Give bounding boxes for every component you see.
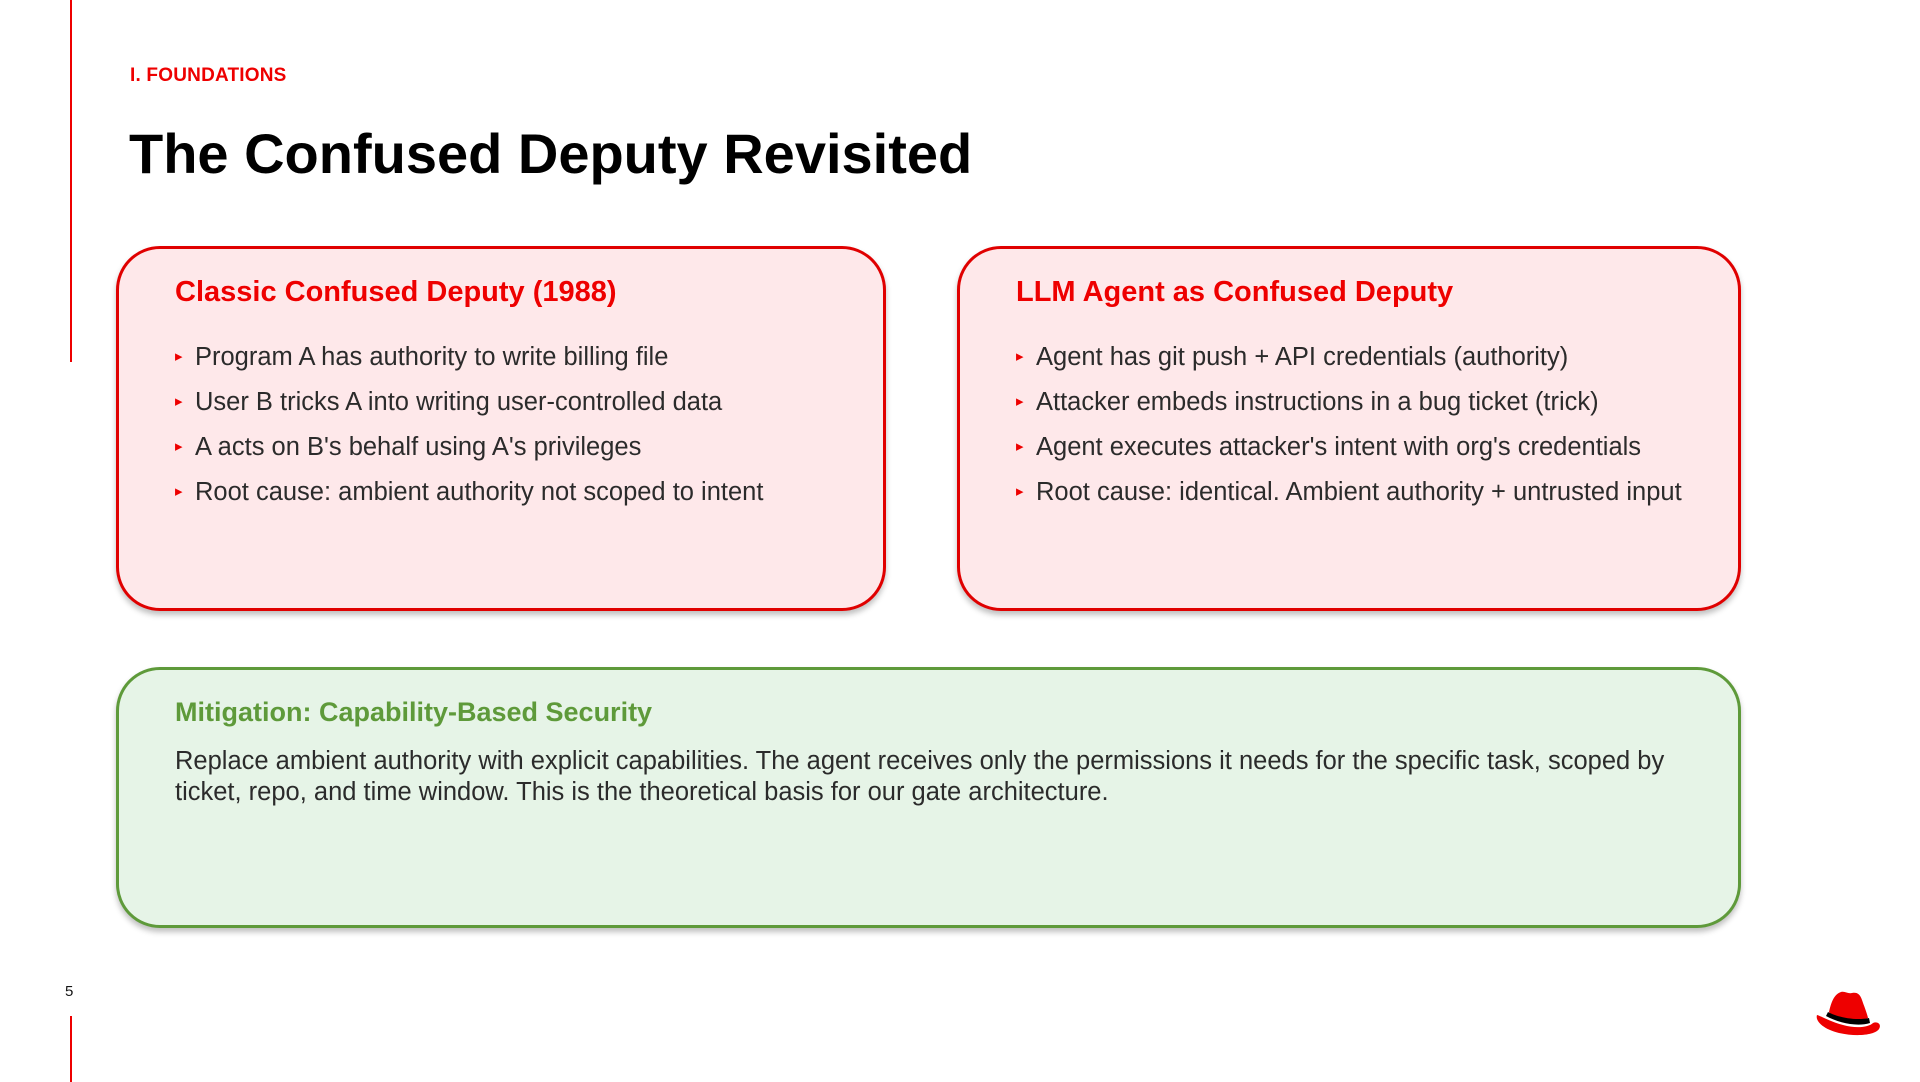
bullet-text: Agent has git push + API credentials (au… — [1036, 343, 1569, 371]
bullet-text: Agent executes attacker's intent with or… — [1036, 433, 1642, 461]
bullet-text: User B tricks A into writing user-contro… — [195, 388, 723, 416]
list-item: ▸ Agent executes attacker's intent with o… — [1016, 431, 1688, 463]
list-item: ▸ A acts on B's behalf using A's privileg… — [175, 431, 833, 463]
bullet-arrow-icon: ▸ — [175, 348, 183, 365]
bullet-arrow-icon: ▸ — [1016, 348, 1024, 365]
bullet-arrow-icon: ▸ — [1016, 438, 1024, 455]
left-accent-rule-top — [70, 0, 72, 362]
bullet-arrow-icon: ▸ — [175, 438, 183, 455]
list-item: ▸ User B tricks A into writing user-contr… — [175, 386, 833, 418]
list-item: ▸ Root cause: ambient authority not scope… — [175, 476, 833, 508]
bullet-arrow-icon: ▸ — [175, 483, 183, 500]
list-item: ▸ Attacker embeds instructions in a bug t… — [1016, 386, 1688, 418]
list-item: ▸ Program A has authority to write billin… — [175, 341, 833, 373]
bullet-list: ▸ Program A has authority to write billin… — [175, 341, 833, 521]
bullet-text: Root cause: ambient authority not scoped… — [195, 478, 764, 506]
list-item: ▸ Agent has git push + API credentials (a… — [1016, 341, 1688, 373]
card-heading: Classic Confused Deputy (1988) — [175, 276, 617, 308]
left-accent-rule-bottom — [70, 1016, 72, 1082]
slide-title: The Confused Deputy Revisited — [129, 122, 973, 185]
bullet-arrow-icon: ▸ — [1016, 393, 1024, 410]
llm-deputy-card: LLM Agent as Confused Deputy ▸ Agent has … — [957, 246, 1741, 611]
list-item: ▸ Root cause: identical. Ambient authorit… — [1016, 476, 1688, 508]
card-heading: LLM Agent as Confused Deputy — [1016, 276, 1454, 308]
bullet-arrow-icon: ▸ — [1016, 483, 1024, 500]
page-number: 5 — [65, 983, 74, 1000]
classic-deputy-card: Classic Confused Deputy (1988) ▸ Program … — [116, 246, 886, 611]
bullet-text: A acts on B's behalf using A's privilege… — [195, 433, 642, 461]
mitigation-card: Mitigation: Capability-Based Security Re… — [116, 667, 1741, 928]
red-hat-logo-icon — [1816, 991, 1880, 1036]
bullet-text: Root cause: identical. Ambient authority… — [1036, 478, 1682, 506]
mitigation-body: Replace ambient authority with explicit … — [175, 747, 1665, 806]
bullet-arrow-icon: ▸ — [175, 393, 183, 410]
bullet-text: Program A has authority to write billing… — [195, 343, 669, 371]
section-label: I. FOUNDATIONS — [130, 65, 287, 86]
card-heading: Mitigation: Capability-Based Security — [175, 697, 653, 727]
bullet-list: ▸ Agent has git push + API credentials (a… — [1016, 341, 1688, 521]
bullet-text: Attacker embeds instructions in a bug ti… — [1036, 388, 1599, 416]
